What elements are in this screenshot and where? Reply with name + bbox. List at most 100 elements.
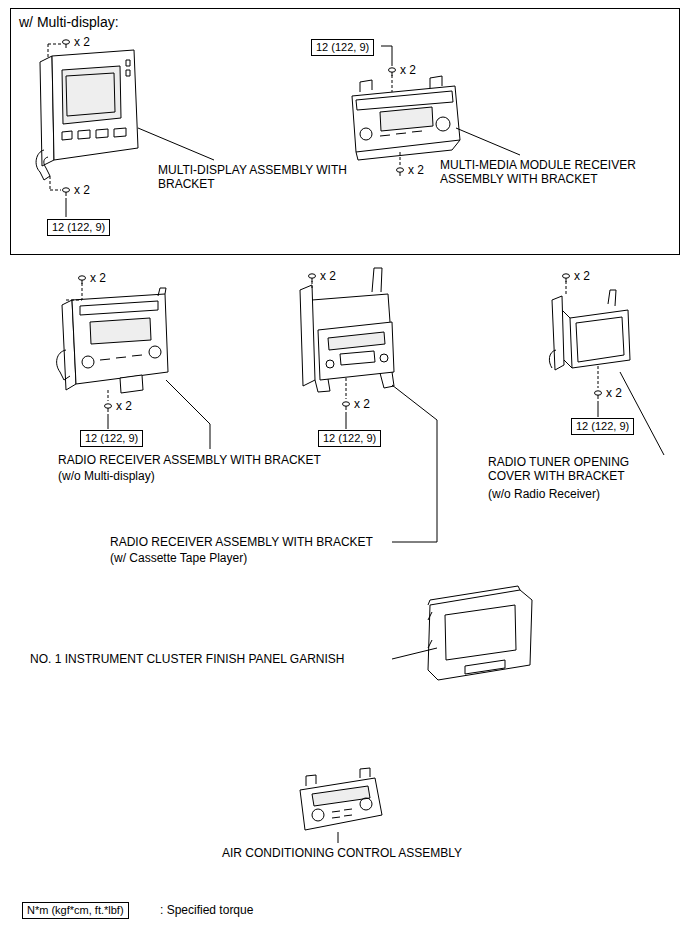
part-name: RADIO TUNER OPENING COVER WITH BRACKET	[488, 455, 653, 483]
torque-box: 12 (122, 9)	[318, 430, 381, 447]
drawing-stroke	[563, 274, 570, 278]
quantity-label: x 2	[74, 183, 90, 197]
drawing-stroke	[598, 401, 599, 417]
part-name: MULTI-MEDIA MODULE RECEIVER ASSEMBLY WIT…	[440, 158, 675, 186]
quantity-label: x 2	[90, 271, 106, 285]
drawing-stroke	[312, 278, 313, 282]
drawing-stroke	[598, 395, 599, 399]
drawing-stroke	[620, 372, 664, 455]
drawing-stroke	[346, 412, 347, 429]
drawing-stroke	[312, 294, 390, 322]
torque-value: 12 (122, 9)	[316, 41, 369, 54]
drawing-stroke	[430, 76, 442, 88]
drawing-stroke	[465, 660, 505, 674]
multimedia-receiver-drawing	[352, 76, 460, 160]
torque-box: 12 (122, 9)	[571, 418, 634, 435]
drawing-stroke	[62, 128, 126, 140]
drawing-stroke	[352, 86, 460, 152]
drawing-stroke	[50, 176, 61, 190]
drawing-stroke	[562, 310, 572, 368]
drawing-stroke	[356, 140, 460, 160]
drawing-stroke	[66, 44, 67, 48]
drawing-stroke	[149, 346, 161, 358]
drawing-stroke	[428, 590, 532, 680]
drawing-stroke	[392, 75, 393, 92]
part-name: MULTI-DISPLAY ASSEMBLY WITH BRACKET	[158, 163, 348, 191]
drawing-stroke	[328, 332, 385, 350]
drawing-stroke	[48, 44, 61, 58]
drawing-stroke	[360, 798, 372, 810]
cassette-receiver-drawing	[300, 268, 394, 392]
drawing-stroke	[392, 385, 437, 542]
quantity-label: x 2	[320, 269, 336, 283]
drawing-stroke	[428, 586, 520, 605]
drawing-stroke	[360, 80, 372, 92]
drawing-stroke	[380, 354, 388, 362]
drawing-stroke	[549, 350, 556, 368]
drawing-stroke	[66, 198, 67, 217]
drawing-stroke	[100, 355, 142, 360]
quantity-label: x 2	[74, 35, 90, 49]
drawing-stroke	[381, 46, 392, 66]
drawing-stroke	[326, 360, 334, 368]
drawing-stroke	[598, 366, 599, 388]
drawing-stroke	[346, 378, 347, 399]
drawing-stroke	[343, 402, 350, 406]
group-band: w/ Multi-display: 12 (122, 9) 12 (122, 9)	[10, 8, 680, 255]
drawing-stroke	[372, 268, 382, 292]
drawing-stroke	[318, 322, 394, 380]
part-name: AIR CONDITIONING CONTROL ASSEMBLY	[222, 846, 462, 860]
part-leader-lines	[138, 128, 664, 843]
torque-value: 12 (122, 9)	[52, 221, 105, 234]
torque-value: N*m (kgf*cm, ft.*lbf)	[27, 904, 124, 917]
drawing-stroke	[445, 605, 516, 660]
drawing-stroke	[397, 168, 404, 172]
part-condition: (w/ Cassette Tape Player)	[110, 551, 247, 565]
drawing-stroke	[570, 310, 630, 368]
drawing-stroke	[66, 283, 82, 300]
drawing-stroke	[338, 832, 339, 843]
drawing-stroke	[108, 414, 109, 429]
drawing-stroke	[566, 278, 567, 282]
drawing-stroke	[332, 809, 352, 818]
quantity-label: x 2	[606, 386, 622, 400]
quantity-label: x 2	[408, 163, 424, 177]
drawing-stroke	[595, 391, 602, 395]
part-condition: (w/o Multi-display)	[58, 469, 155, 483]
drawing-stroke	[436, 117, 450, 131]
group-heading: w/ Multi-display:	[19, 14, 119, 30]
drawing-stroke	[389, 68, 396, 72]
tuner-cover-drawing	[549, 290, 630, 370]
multi-display-drawing	[36, 50, 138, 180]
drawing-stroke	[392, 648, 437, 659]
bracket-dashed-lines	[66, 283, 108, 401]
part-name: NO. 1 INSTRUMENT CLUSTER FINISH PANEL GA…	[30, 652, 345, 666]
drawing-stroke	[392, 72, 393, 76]
legend-unit-box: N*m (kgf*cm, ft.*lbf)	[22, 902, 129, 919]
torque-box: 12 (122, 9)	[47, 219, 110, 236]
quantity-label: x 2	[116, 399, 132, 413]
torque-value: 12 (122, 9)	[323, 432, 376, 445]
drawing-stroke	[166, 380, 210, 449]
drawing-stroke	[66, 73, 115, 116]
bracket-dashed-lines	[392, 75, 400, 165]
drawing-stroke	[62, 66, 121, 124]
drawing-stroke	[82, 280, 83, 284]
drawing-stroke	[356, 91, 453, 110]
ac-control-drawing	[300, 768, 382, 830]
part-condition: (w/o Radio Receiver)	[488, 487, 600, 501]
drawing-stroke	[315, 379, 330, 392]
drawing-stroke	[138, 128, 214, 160]
drawing-stroke	[608, 290, 616, 306]
drawing-stroke	[63, 188, 70, 192]
drawing-stroke	[72, 294, 168, 384]
drawing-stroke	[312, 786, 370, 806]
drawing-stroke	[79, 276, 86, 280]
drawing-stroke	[428, 612, 432, 648]
quantity-label: x 2	[574, 269, 590, 283]
drawing-stroke	[456, 128, 520, 155]
torque-box: 12 (122, 9)	[80, 430, 143, 447]
drawing-stroke	[300, 778, 382, 830]
drawing-stroke	[63, 40, 70, 44]
drawing-stroke	[380, 107, 433, 131]
